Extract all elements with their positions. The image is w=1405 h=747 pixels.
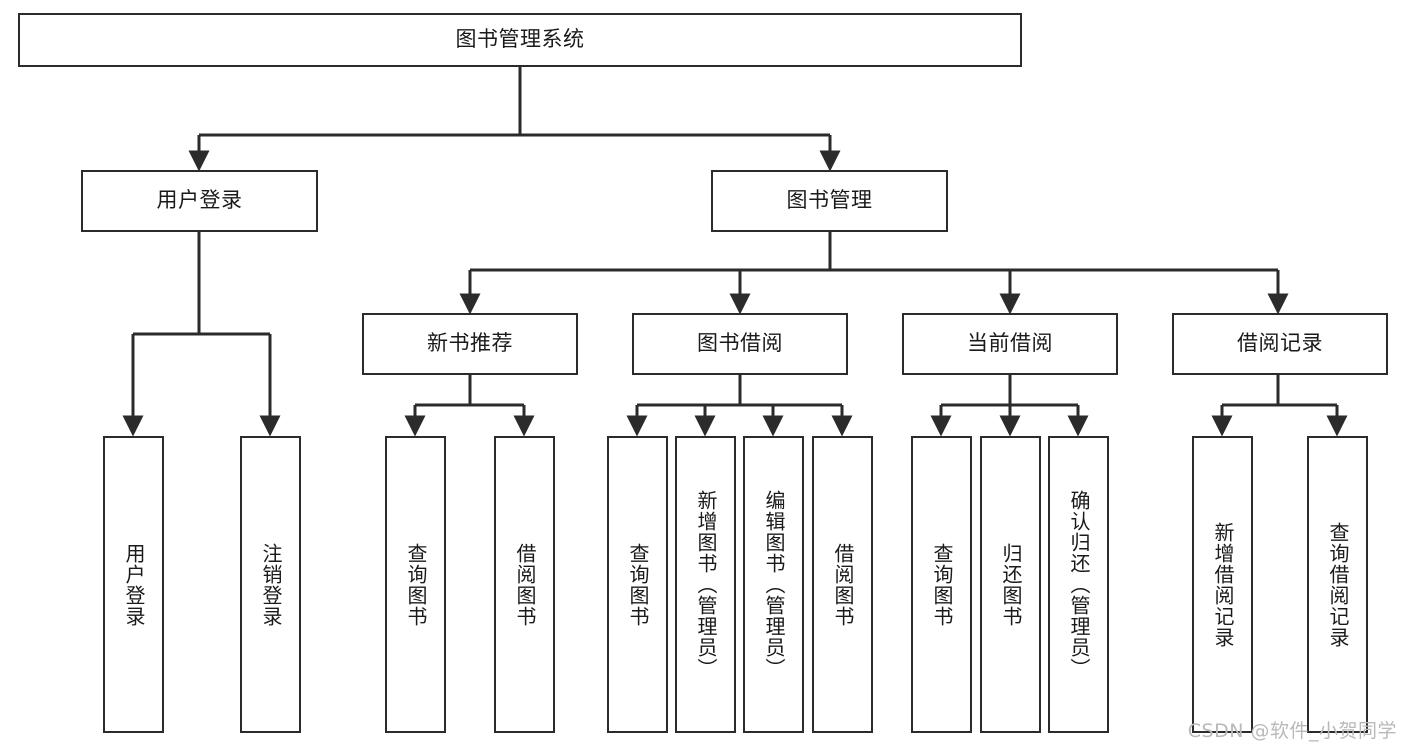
node-leaf-return-book-label: 归还图书: [999, 542, 1023, 627]
node-book-management-label: 图书管理: [786, 188, 873, 213]
node-leaf-query-book-3-label: 查询图书: [930, 542, 954, 627]
node-leaf-add-record[interactable]: 新增借阅记录: [1192, 436, 1253, 733]
node-leaf-query-record[interactable]: 查询借阅记录: [1307, 436, 1368, 733]
node-new-book-recommend[interactable]: 新书推荐: [362, 313, 578, 375]
node-leaf-query-book-1-label: 查询图书: [404, 542, 428, 627]
node-current-borrow[interactable]: 当前借阅: [902, 313, 1118, 375]
node-leaf-add-book[interactable]: 新增图书（管理员）: [675, 436, 736, 733]
node-book-borrow[interactable]: 图书借阅: [632, 313, 848, 375]
node-leaf-borrow-book-1[interactable]: 借阅图书: [494, 436, 555, 733]
node-current-borrow-label: 当前借阅: [967, 331, 1053, 356]
node-leaf-query-record-label: 查询借阅记录: [1326, 521, 1350, 648]
node-new-book-recommend-label: 新书推荐: [427, 331, 513, 356]
node-leaf-user-login[interactable]: 用户登录: [103, 436, 164, 733]
node-borrow-record-label: 借阅记录: [1237, 331, 1323, 356]
node-leaf-return-book[interactable]: 归还图书: [980, 436, 1041, 733]
node-leaf-edit-book-label: 编辑图书（管理员）: [762, 490, 786, 679]
node-book-management[interactable]: 图书管理: [711, 170, 948, 232]
node-user-login-label: 用户登录: [156, 188, 243, 213]
node-leaf-confirm-return[interactable]: 确认归还（管理员）: [1048, 436, 1109, 733]
node-leaf-borrow-book-2[interactable]: 借阅图书: [812, 436, 873, 733]
node-leaf-query-book-2[interactable]: 查询图书: [607, 436, 668, 733]
node-leaf-query-book-1[interactable]: 查询图书: [385, 436, 446, 733]
node-leaf-user-login-label: 用户登录: [122, 542, 146, 627]
node-leaf-add-record-label: 新增借阅记录: [1211, 521, 1235, 648]
node-borrow-record[interactable]: 借阅记录: [1172, 313, 1388, 375]
node-leaf-logout-login-label: 注销登录: [259, 542, 283, 627]
node-user-login[interactable]: 用户登录: [81, 170, 318, 232]
node-leaf-borrow-book-2-label: 借阅图书: [831, 542, 855, 627]
node-leaf-edit-book[interactable]: 编辑图书（管理员）: [743, 436, 804, 733]
node-book-borrow-label: 图书借阅: [697, 331, 783, 356]
node-leaf-query-book-3[interactable]: 查询图书: [911, 436, 972, 733]
node-leaf-confirm-return-label: 确认归还（管理员）: [1067, 490, 1091, 679]
node-leaf-logout-login[interactable]: 注销登录: [240, 436, 301, 733]
node-leaf-add-book-label: 新增图书（管理员）: [694, 490, 718, 679]
node-root-label: 图书管理系统: [455, 27, 585, 52]
node-leaf-query-book-2-label: 查询图书: [626, 542, 650, 627]
node-root[interactable]: 图书管理系统: [18, 13, 1022, 67]
watermark-text: CSDN @软件_小贺同学: [1187, 720, 1397, 742]
node-leaf-borrow-book-1-label: 借阅图书: [513, 542, 537, 627]
